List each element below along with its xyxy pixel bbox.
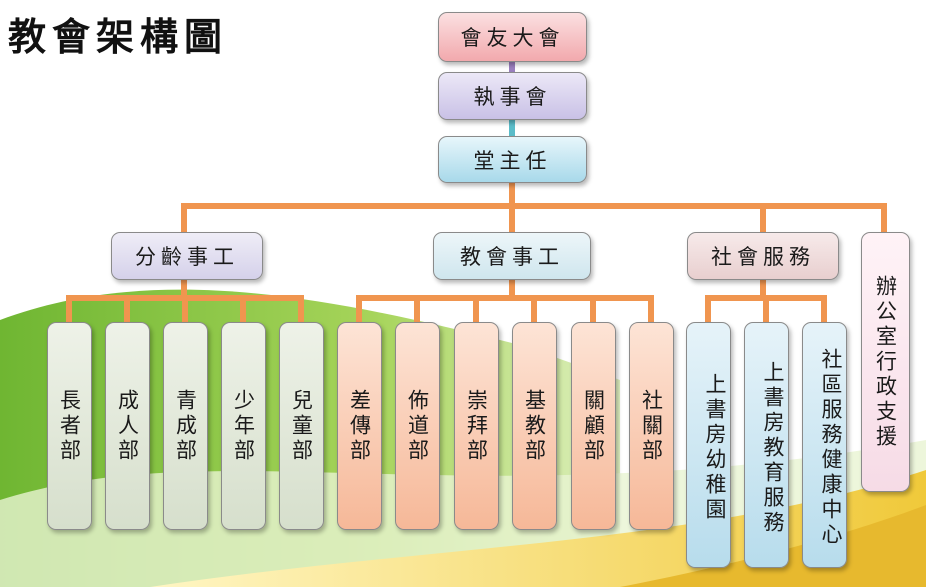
division-social-box: 社會服務 [687, 232, 839, 280]
dept-box-missions: 差傳部 [337, 322, 382, 530]
dept-box-adult: 成人部 [105, 322, 150, 530]
dept-box-evangelism: 佈道部 [395, 322, 440, 530]
division-age-box: 分齡事工 [111, 232, 263, 280]
dept-box-elderly: 長者部 [47, 322, 92, 530]
dept-box-education-service: 上書房教育服務 [744, 322, 789, 568]
dept-box-care: 關顧部 [571, 322, 616, 530]
dept-box-youth: 少年部 [221, 322, 266, 530]
dept-box-young-adult: 青成部 [163, 322, 208, 530]
assembly-box: 會友大會 [438, 12, 587, 62]
dept-box-christian-education: 基教部 [512, 322, 557, 530]
division-church-box: 教會事工 [433, 232, 591, 280]
dept-box-children: 兒童部 [279, 322, 324, 530]
dept-box-worship: 崇拜部 [454, 322, 499, 530]
division-admin-box: 辦公室行政支援 [861, 232, 910, 492]
dept-box-health-centre: 社區服務健康中心 [802, 322, 847, 568]
dept-box-social-concern: 社關部 [629, 322, 674, 530]
committee-box: 執事會 [438, 72, 587, 120]
dept-box-kindergarten: 上書房幼稚園 [686, 322, 731, 568]
page-title: 教會架構圖 [8, 15, 229, 59]
director-box: 堂主任 [438, 136, 587, 183]
